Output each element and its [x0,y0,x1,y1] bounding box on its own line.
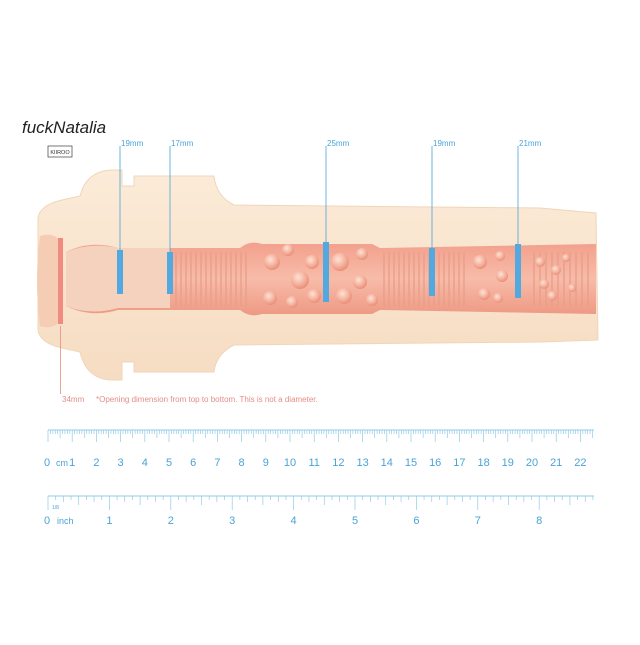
cm-tick-label: 7 [214,457,220,469]
nub [568,284,576,292]
measurement-bar [429,248,435,296]
inch-tick-label: 2 [168,515,174,527]
nub [551,265,561,275]
opening-marker: 34mm *Opening dimension from top to bott… [58,238,318,404]
measurement-5: 21mm [515,139,542,298]
nub [562,254,570,262]
inch-tick-label: 0 [44,515,50,527]
cm-tick-label: 19 [502,457,514,469]
cm-tick-label: 22 [574,457,586,469]
opening-note: *Opening dimension from top to bottom. T… [96,395,318,404]
measurement-bar [515,244,521,298]
brand-badge-text: KIIROO [50,150,70,156]
cm-tick-label: 16 [429,457,441,469]
cm-tick-label: 21 [550,457,562,469]
cm-tick-label: 20 [526,457,538,469]
cm-tick-label: 10 [284,457,296,469]
brand-logo: fuckNatalia KIIROO [22,118,106,158]
nub [353,275,367,289]
inch-tick-label: 8 [536,515,542,527]
sleeve-opening [37,234,60,328]
cm-tick-label: 17 [453,457,465,469]
cm-tick-label: 15 [405,457,417,469]
cm-tick-label: 1 [69,457,75,469]
nub [282,244,294,256]
cm-tick-label: 0 [44,457,50,469]
measurement-markers: 19mm 17mm 25mm 19mm 21mm [117,139,542,302]
measurement-4: 19mm [429,139,456,296]
nub [356,248,368,260]
measurement-label: 25mm [327,139,350,148]
cm-tick-label: 4 [142,457,148,469]
measurement-bar [117,250,123,294]
measurement-label: 19mm [121,139,144,148]
nub [307,289,321,303]
cm-tick-label: 18 [477,457,489,469]
cm-tick-label: 9 [263,457,269,469]
cm-ruler-unit: cm [56,458,68,468]
nub [547,291,557,301]
nub [263,291,277,305]
measurement-1: 19mm [117,139,144,294]
inch-tick-label: 7 [475,515,481,527]
measurement-2: 17mm [167,139,194,294]
nub [264,254,280,270]
inch-tick-label: 4 [291,515,297,527]
nub [493,293,503,303]
inch-tick-label: 1 [106,515,112,527]
inch-tick-label: 5 [352,515,358,527]
nub [305,255,319,269]
cm-tick-label: 14 [381,457,393,469]
nub [366,294,378,306]
measurement-bar [323,242,329,302]
brand-logo-text: fuckNatalia [22,118,106,137]
inch-tick-label: 6 [413,515,419,527]
nub-sections [263,244,576,308]
measurement-label: 21mm [519,139,542,148]
nub [291,271,309,289]
nub [473,255,487,269]
sleeve-body [37,169,599,381]
measurement-label: 19mm [433,139,456,148]
cm-tick-label: 8 [239,457,245,469]
cm-tick-label: 3 [118,457,124,469]
measurement-3: 25mm [323,139,350,302]
measurement-bar [167,252,173,294]
measurement-label: 17mm [171,139,194,148]
cm-tick-label: 6 [190,457,196,469]
cm-tick-label: 12 [332,457,344,469]
nub [535,257,545,267]
inch-tick-label: 3 [229,515,235,527]
inch-ruler-unit: inch [57,516,74,526]
cm-tick-label: 13 [356,457,368,469]
brand-badge [47,145,73,158]
ribbed-sections [175,252,589,306]
opening-label: 34mm [62,395,85,404]
nub [331,253,349,271]
nub [478,288,490,300]
inch-ruler-fraction: 1/8 [52,505,59,511]
cm-tick-label: 11 [308,457,319,469]
opening-bar [58,238,63,324]
nub [496,270,508,282]
inch-ruler: 1/8 inch 0 1 2 3 4 5 6 7 8 [44,495,594,527]
cm-tick-label: 5 [166,457,172,469]
nub [336,288,352,304]
nub [495,251,505,261]
nub [286,296,298,308]
nub [539,279,549,289]
cm-tick-label: 2 [93,457,99,469]
